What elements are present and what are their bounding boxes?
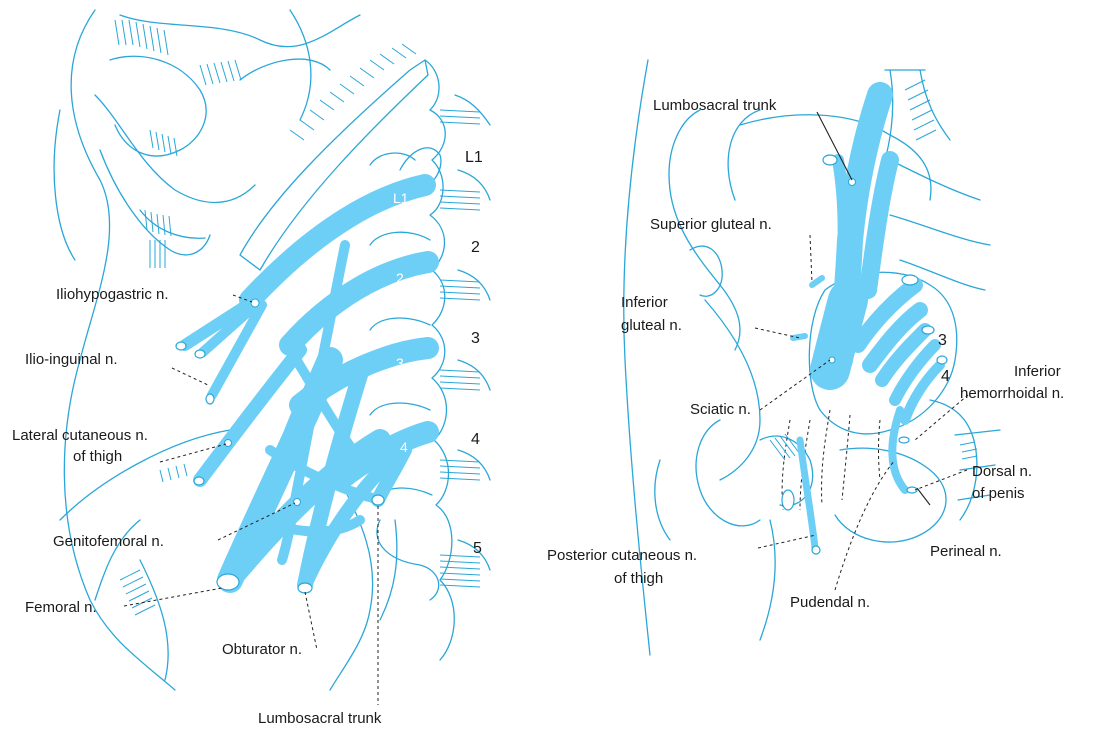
lumbar-cut-ends — [175, 298, 385, 594]
label-femoral: Femoral n. — [25, 599, 97, 616]
label-dorsal-penis-line1: Dorsal n. — [972, 463, 1032, 480]
label-ilioinguinal: Ilio-inguinal n. — [25, 351, 118, 368]
lumbar-leader-lines — [123, 294, 379, 705]
lumbar-nerves — [179, 174, 439, 593]
root-number-l1: L1 — [393, 190, 409, 206]
sacral-root-3: 3 — [938, 332, 947, 349]
label-dorsal-penis-line2: of penis — [972, 485, 1025, 502]
label-inferior-hemorrhoidal-line1: Inferior — [1014, 363, 1061, 380]
label-lumbosacral-trunk-left: Lumbosacral trunk — [258, 710, 382, 727]
root-number-4: 4 — [400, 439, 408, 455]
label-genitofemoral: Genitofemoral n. — [53, 533, 164, 550]
vertebra-label-4: 4 — [471, 431, 480, 448]
label-inferior-hemorrhoidal-line2: hemorrhoidal n. — [960, 385, 1064, 402]
vertebra-label-2: 2 — [471, 239, 480, 256]
lumbar-vertebrae — [369, 59, 491, 661]
vertebra-label-l1: L1 — [465, 149, 483, 166]
sacral-root-4: 4 — [941, 368, 950, 385]
lumbar-plexus-panel: L1 2 3 4 L1 2 3 4 5 Iliohypogastric n. I… — [12, 9, 491, 727]
left-hatching — [114, 19, 417, 616]
label-iliohypogastric: Iliohypogastric n. — [56, 286, 169, 303]
label-pudendal: Pudendal n. — [790, 594, 870, 611]
root-number-2: 2 — [396, 270, 404, 286]
vertebra-label-3: 3 — [471, 330, 480, 347]
label-inferior-gluteal-line1: Inferior — [621, 294, 668, 311]
label-superior-gluteal: Superior gluteal n. — [650, 216, 772, 233]
label-posterior-cutaneous-line1: Posterior cutaneous n. — [547, 547, 697, 564]
label-lateral-cutaneous-line2: of thigh — [73, 448, 122, 465]
sacral-cut-ends — [781, 154, 948, 555]
vertebra-label-5: 5 — [473, 540, 482, 557]
label-perineal: Perineal n. — [930, 543, 1002, 560]
root-number-3: 3 — [396, 355, 404, 371]
sacral-plexus-panel: 3 4 Lumbosacral trunk Superior gluteal n… — [547, 59, 1064, 656]
label-lateral-cutaneous-line1: Lateral cutaneous n. — [12, 427, 148, 444]
label-sciatic: Sciatic n. — [690, 401, 751, 418]
label-lumbosacral-trunk-right: Lumbosacral trunk — [653, 97, 777, 114]
label-inferior-gluteal-line2: gluteal n. — [621, 317, 682, 334]
sacral-nerves — [790, 82, 945, 552]
left-anatomy-outline — [53, 9, 429, 691]
label-obturator: Obturator n. — [222, 641, 302, 658]
right-hatching — [769, 79, 978, 461]
label-posterior-cutaneous-line2: of thigh — [614, 570, 663, 587]
sacral-leader-lines — [754, 111, 969, 591]
